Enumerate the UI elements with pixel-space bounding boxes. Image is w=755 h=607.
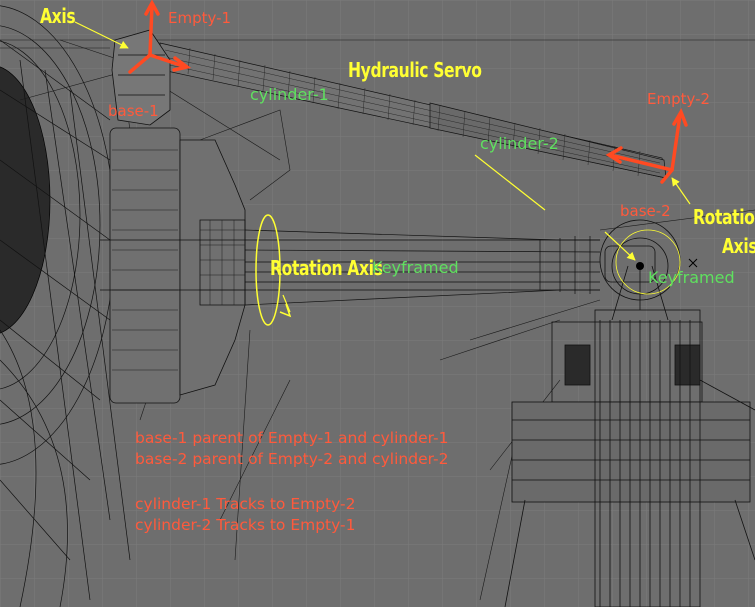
track-notes: cylinder-1 Tracks to Empty-2 cylinder-2 … xyxy=(135,494,355,536)
rotation-axis-dot xyxy=(636,262,644,270)
cylinder-1-label: cylinder-1 xyxy=(250,85,329,104)
parent-note-1: base-1 parent of Empty-1 and cylinder-1 xyxy=(135,429,449,447)
parent-note-2: base-2 parent of Empty-2 and cylinder-2 xyxy=(135,450,449,468)
rotation-axis-ring-icon xyxy=(255,214,292,326)
base-1-label: base-1 xyxy=(108,102,159,120)
crosshair-x-icon xyxy=(688,258,698,268)
track-note-1: cylinder-1 Tracks to Empty-2 xyxy=(135,495,356,513)
empty-2-axis-icon xyxy=(605,107,688,184)
right-tower xyxy=(504,309,755,607)
base-1-hatch xyxy=(112,149,245,371)
cylinder-2-label: cylinder-2 xyxy=(480,134,559,153)
horizontal-arm xyxy=(100,229,601,306)
rotation-axis-label-right-1: Rotation xyxy=(693,205,755,229)
parent-notes: base-1 parent of Empty-1 and cylinder-1 … xyxy=(135,428,448,470)
dome-wireframe xyxy=(0,5,131,607)
hydraulic-servo-label: Hydraulic Servo xyxy=(348,58,482,82)
servo-hatch xyxy=(164,47,661,177)
base-2-label: base-2 xyxy=(620,202,671,220)
axis-label-left: Axis xyxy=(40,4,76,28)
base-1-pivot xyxy=(111,29,171,126)
annotation-arrows xyxy=(74,21,691,313)
keyframed-label-right: Keyframed xyxy=(648,268,735,287)
rotation-axis-label-right-2: Axis xyxy=(722,234,755,258)
empty-2-label: Empty-2 xyxy=(647,90,711,108)
keyframed-label-mid: Keyframed xyxy=(372,258,459,277)
rotation-circle-icon xyxy=(615,229,681,295)
base-1-body xyxy=(109,127,246,404)
track-note-2: cylinder-2 Tracks to Empty-1 xyxy=(135,516,356,534)
rotation-axis-label-mid: Rotation Axis xyxy=(270,256,383,280)
empty-1-axis-icon xyxy=(128,0,192,74)
empty-1-label: Empty-1 xyxy=(168,9,232,27)
